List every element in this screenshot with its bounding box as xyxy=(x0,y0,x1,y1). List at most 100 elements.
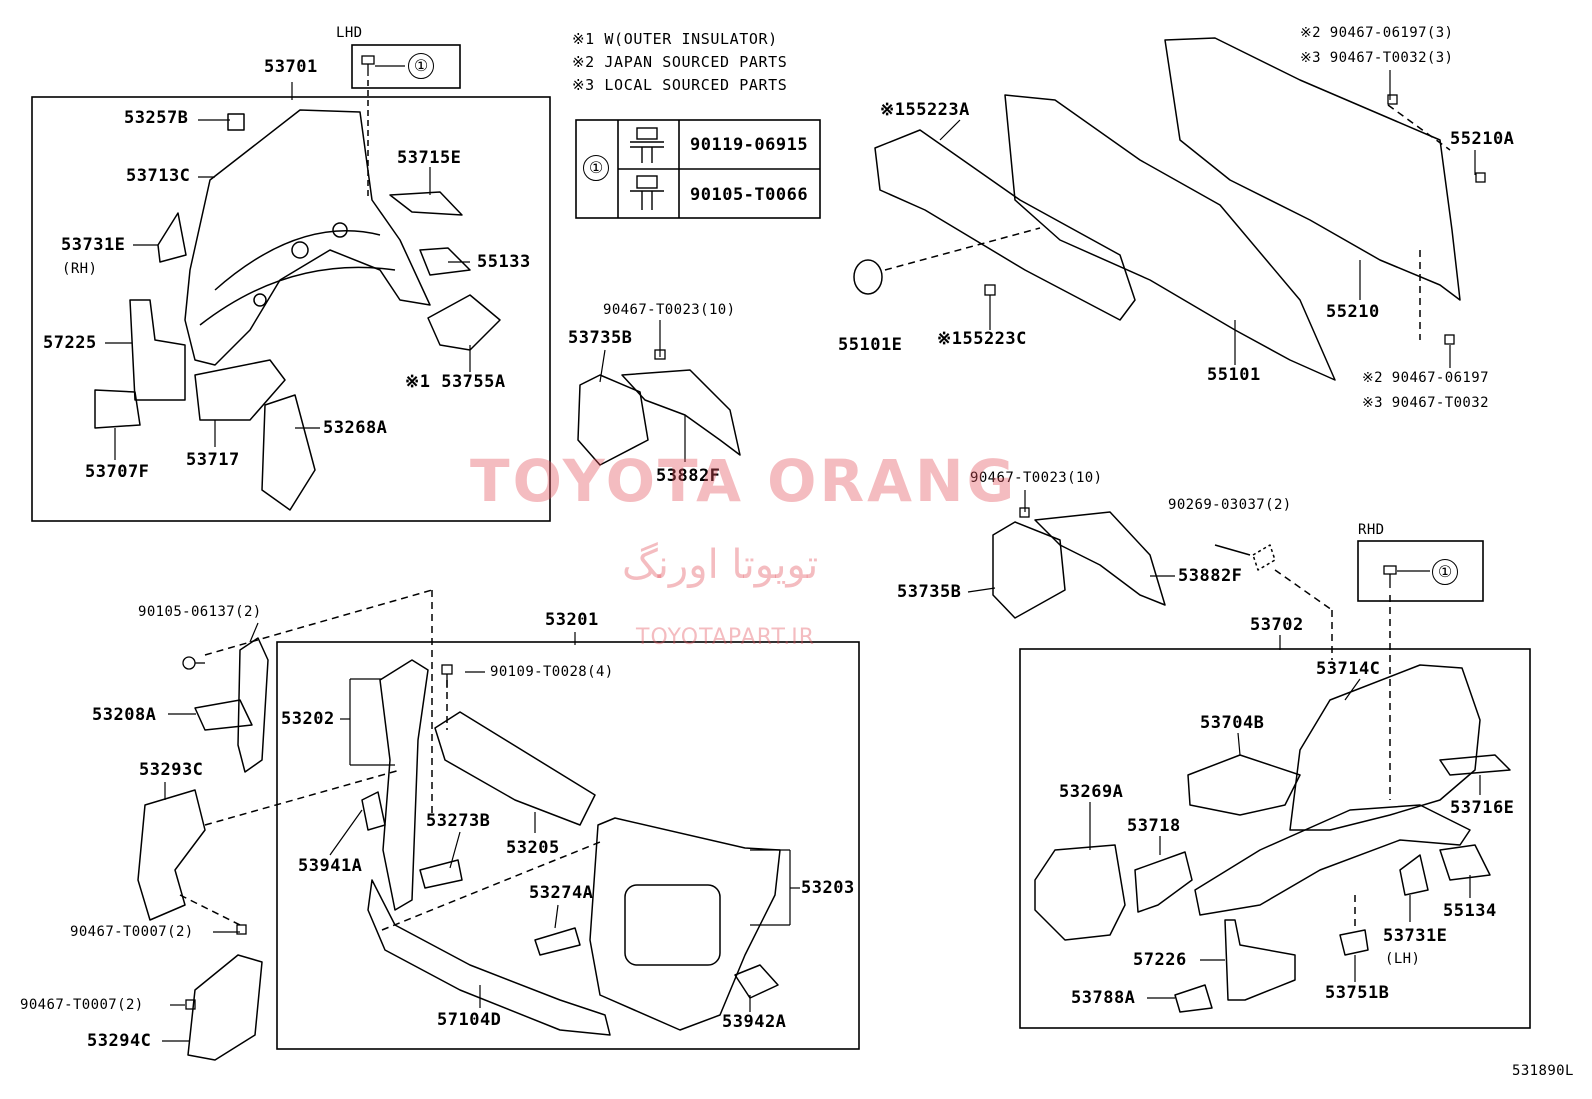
part-label-53202[interactable]: 53202 xyxy=(281,709,335,729)
part-label-90269-03037[interactable]: 90269-03037(2) xyxy=(1168,497,1292,513)
part-label-90105-06137[interactable]: 90105-06137(2) xyxy=(138,604,262,620)
part-label-53268A[interactable]: 53268A xyxy=(323,418,388,438)
part-label-53203[interactable]: 53203 xyxy=(801,878,855,898)
bracket-53731E-rh xyxy=(157,212,187,263)
part-label-53735B-a[interactable]: 53735B xyxy=(568,328,633,348)
group-box-53701 xyxy=(31,96,551,522)
part-label-53942A[interactable]: 53942A xyxy=(722,1012,787,1032)
bolt-icon-90105 xyxy=(182,656,205,670)
part-label-90467-T0023-a[interactable]: 90467-T0023(10) xyxy=(603,302,736,318)
part-label-53269A[interactable]: 53269A xyxy=(1059,782,1124,802)
part-label-53294C[interactable]: 53294C xyxy=(87,1031,152,1051)
bolt-icon-90109 xyxy=(441,664,453,688)
part-label-53702[interactable]: 53702 xyxy=(1250,615,1304,635)
part-label-90109-T0028[interactable]: 90109-T0028(4) xyxy=(490,664,614,680)
bracket-53257B xyxy=(227,113,245,131)
part-label-55210A[interactable]: 55210A xyxy=(1450,129,1515,149)
plug-55101E xyxy=(853,259,883,295)
clip-icon-a xyxy=(654,349,666,360)
bracket-53715E xyxy=(389,191,463,216)
part-label-90467-T0032[interactable]: ※3 90467-T0032 xyxy=(1362,395,1489,411)
part-label-55133[interactable]: 55133 xyxy=(477,252,531,272)
part-label-53755A[interactable]: ※1 53755A xyxy=(405,372,506,392)
part-label-90467-06197[interactable]: ※2 90467-06197 xyxy=(1362,370,1489,386)
bracket-53717 xyxy=(194,359,286,421)
bracket-53707F xyxy=(94,389,141,429)
part-label-53714C[interactable]: 53714C xyxy=(1316,659,1381,679)
bolt-icon-flange xyxy=(630,127,664,163)
insulator-53735B-lower xyxy=(992,521,1066,619)
part-label-90467-T0032-3[interactable]: ※3 90467-T0032(3) xyxy=(1300,50,1454,66)
part-label-57225[interactable]: 57225 xyxy=(43,333,97,353)
part-label-53701[interactable]: 53701 xyxy=(264,57,318,77)
bolt-table-row1[interactable]: 90119-06915 xyxy=(690,135,809,155)
bolt-icon-lhd xyxy=(361,55,405,76)
part-label-53707F[interactable]: 53707F xyxy=(85,462,150,482)
part-label-53882F-a[interactable]: 53882F xyxy=(656,466,721,486)
part-label-55101[interactable]: 55101 xyxy=(1207,365,1261,385)
crossmember-53205 xyxy=(434,711,596,826)
note-outer-insulator: ※1 W(OUTER INSULATOR) xyxy=(572,30,778,48)
group-box-53702 xyxy=(1019,648,1531,1029)
part-label-53882F-b[interactable]: 53882F xyxy=(1178,566,1243,586)
part-label-53717[interactable]: 53717 xyxy=(186,450,240,470)
part-label-53201[interactable]: 53201 xyxy=(545,610,599,630)
part-label-53751B[interactable]: 53751B xyxy=(1325,983,1390,1003)
rhd-marker: ① xyxy=(1432,559,1458,585)
insulator-53882F-lower xyxy=(1034,511,1166,606)
figure-id: 531890L xyxy=(1512,1063,1574,1079)
bracket-53274A xyxy=(534,927,581,956)
bracket-53716E xyxy=(1439,754,1511,776)
part-label-53941A[interactable]: 53941A xyxy=(298,856,363,876)
bracket-55133 xyxy=(419,247,471,276)
dash-panel-55101 xyxy=(1004,94,1336,381)
bracket-53268A xyxy=(261,394,316,511)
sensor-90269 xyxy=(1252,544,1276,571)
clip-icon-d xyxy=(1475,172,1486,183)
part-label-55210[interactable]: 55210 xyxy=(1326,302,1380,322)
wheelhouse-53702 xyxy=(1194,804,1471,916)
part-label-53731E-rh[interactable]: 53731E xyxy=(61,235,126,255)
bolt-table-row2[interactable]: 90105-T0066 xyxy=(690,185,809,205)
part-label-53257B[interactable]: 53257B xyxy=(124,108,189,128)
bolt-icon-rhd xyxy=(1383,565,1430,588)
strut-53208A xyxy=(237,637,269,773)
part-label-53735B-b[interactable]: 53735B xyxy=(897,582,962,602)
bracket-53731E-lh xyxy=(1399,854,1429,896)
shield-53294C xyxy=(187,954,263,1061)
part-label-53788A[interactable]: 53788A xyxy=(1071,988,1136,1008)
part-label-57104D[interactable]: 57104D xyxy=(437,1010,502,1030)
part-label-55101E[interactable]: 55101E xyxy=(838,335,903,355)
part-label-53716E[interactable]: 53716E xyxy=(1450,798,1515,818)
shield-53293C xyxy=(137,789,206,921)
watermark-site: TOYOTAPART.IR xyxy=(636,625,816,650)
part-label-90467-T0023-b[interactable]: 90467-T0023(10) xyxy=(970,470,1103,486)
part-label-53293C[interactable]: 53293C xyxy=(139,760,204,780)
watermark-title: TOYOTA ORANG xyxy=(470,447,1018,515)
part-label-55134[interactable]: 55134 xyxy=(1443,901,1497,921)
bracket-53788A xyxy=(1174,984,1213,1013)
part-label-90467-T0007-a[interactable]: 90467-T0007(2) xyxy=(70,924,194,940)
part-label-53274A[interactable]: 53274A xyxy=(529,883,594,903)
support-53203 xyxy=(589,817,781,1031)
watermark-persian: تویوتا اورنگ xyxy=(622,542,819,588)
part-label-53731E-lh[interactable]: 53731E xyxy=(1383,926,1448,946)
part-label-53704B[interactable]: 53704B xyxy=(1200,713,1265,733)
part-label-55223A[interactable]: ※155223A xyxy=(880,100,970,120)
member-57104D xyxy=(367,879,611,1036)
part-label-90467-06197-3[interactable]: ※2 90467-06197(3) xyxy=(1300,25,1454,41)
insulator-53735B-upper xyxy=(577,374,649,466)
part-label-53715E[interactable]: 53715E xyxy=(397,148,462,168)
part-label-53713C[interactable]: 53713C xyxy=(126,166,191,186)
part-label-90467-T0007-b[interactable]: 90467-T0007(2) xyxy=(20,997,144,1013)
bracket-53718 xyxy=(1134,851,1193,913)
part-label-53208A[interactable]: 53208A xyxy=(92,705,157,725)
part-label-53205[interactable]: 53205 xyxy=(506,838,560,858)
part-label-53718[interactable]: 53718 xyxy=(1127,816,1181,836)
note-local-sourced: ※3 LOCAL SOURCED PARTS xyxy=(572,76,788,94)
part-label-57226[interactable]: 57226 xyxy=(1133,950,1187,970)
part-label-53273B[interactable]: 53273B xyxy=(426,811,491,831)
part-label-55223C[interactable]: ※155223C xyxy=(937,329,1027,349)
